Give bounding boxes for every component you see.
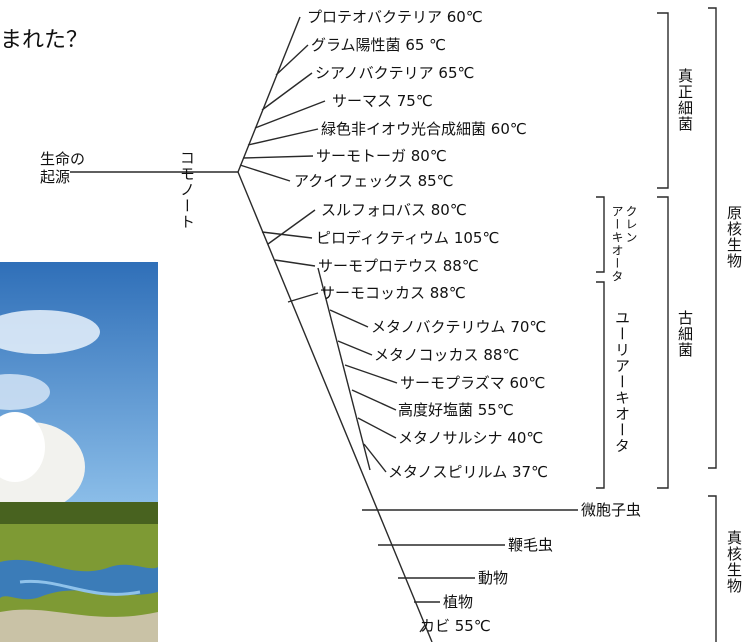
organism-label: サーマス 75℃ [332, 92, 433, 110]
geyser-photo [0, 262, 158, 642]
origin-of-life-label-line2: 起源 [40, 168, 71, 186]
organism-label: プロテオバクテリア 60℃ [307, 8, 483, 26]
organism-label: グラム陽性菌 65 ℃ [311, 36, 447, 54]
organism-label: スルフォロバス 80℃ [321, 201, 467, 219]
eukaryotes-label: 真核生物 [725, 530, 743, 594]
organism-label: サーモコッカス 88℃ [320, 284, 466, 302]
commonote-label: コモノート [178, 150, 196, 230]
prokaryotes-label: 原核生物 [725, 205, 743, 269]
crenarchaeota-label: クレン アーキオータ [610, 205, 638, 283]
organism-label: 動物 [478, 569, 509, 587]
organism-label: メタノサルシナ 40℃ [398, 429, 544, 447]
header-title-fragment: まれた？ [0, 28, 89, 53]
euryarchaeota-label: ユーリアーキオータ [613, 310, 631, 454]
eubacteria-label: 真正細菌 [676, 68, 694, 132]
geyser-photo-image [0, 262, 158, 642]
organism-label: メタノコッカス 88℃ [374, 346, 520, 364]
organism-label: サーモトーガ 80℃ [316, 147, 447, 165]
organism-label: 鞭毛虫 [508, 536, 554, 554]
organism-label: アクイフェックス 85℃ [294, 172, 454, 190]
organism-label: シアノバクテリア 65℃ [315, 64, 475, 82]
organism-label: ピロディクティウム 105℃ [316, 229, 500, 247]
organism-label: 植物 [443, 593, 474, 611]
organism-label: メタノスピリルム 37℃ [388, 463, 548, 481]
organism-label: サーモプロテウス 88℃ [318, 257, 479, 275]
organism-label: 微胞子虫 [581, 501, 642, 519]
organism-label: サーモプラズマ 60℃ [400, 374, 546, 392]
organism-label: 緑色非イオウ光合成細菌 60℃ [321, 120, 527, 138]
organism-label: 高度好塩菌 55℃ [398, 401, 514, 419]
origin-of-life-label-line1: 生命の [40, 150, 86, 168]
organism-label: カビ 55℃ [420, 617, 491, 635]
organism-label: メタノバクテリウム 70℃ [371, 318, 547, 336]
archaea-label: 古細菌 [676, 310, 694, 358]
